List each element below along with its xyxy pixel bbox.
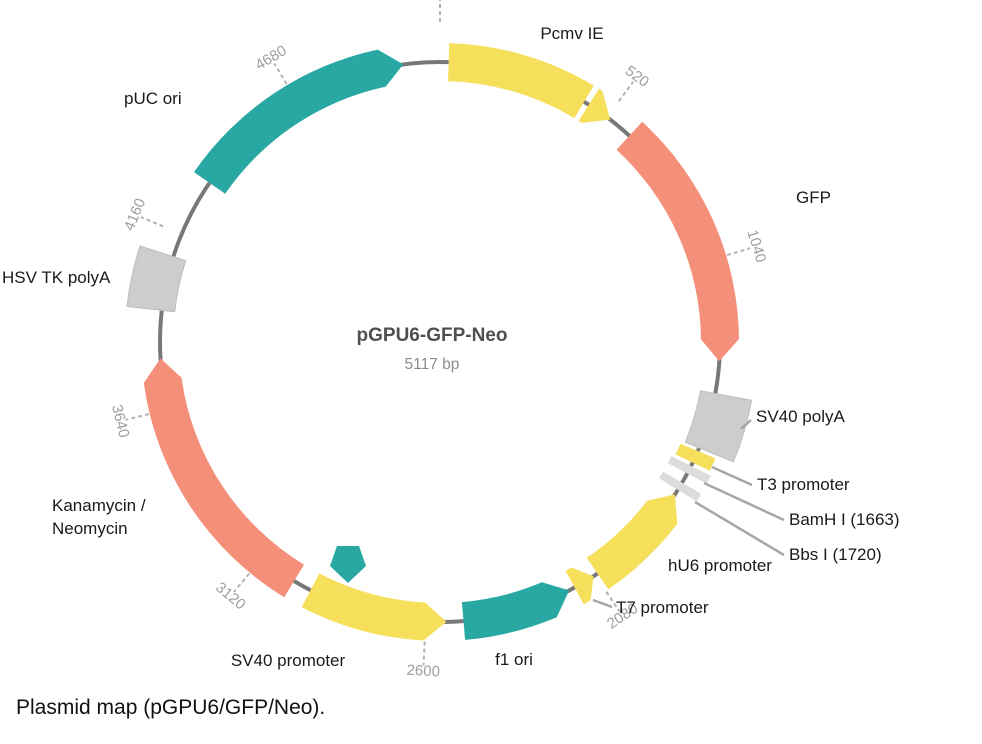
label-kan-neo: Kanamycin / [52,496,146,515]
feature-hu6-promoter [586,494,678,590]
leader-line-sv40-polya [740,419,752,430]
tick-label-4160: 4160 [121,196,150,233]
label-pcmv-ie: Pcmv IE [540,24,603,43]
tick-label-3120: 3120 [212,579,249,613]
label-t3-promoter: T3 promoter [757,475,850,494]
label-gfp: GFP [796,188,831,207]
plasmid-title: pGPU6-GFP-Neo [357,325,508,346]
feature-puc-ori [194,49,404,194]
label-bbsi-site: Bbs I (1720) [789,545,882,564]
tick-label-3640: 3640 [108,403,133,439]
label-hsv-tk-polya: HSV TK polyA [2,268,111,287]
feature-gfp [616,121,739,362]
feature-bbsi-site [659,471,702,502]
plasmid-size-label: 5117 bp [405,356,460,373]
label-sv40-promoter: SV40 promoter [231,651,346,670]
leader-line-t3-promoter [711,465,753,487]
label-kan-neo: Neomycin [52,519,128,538]
tick-1040 [726,247,751,257]
feature-t3-promoter [675,443,716,471]
label-puc-ori: pUC ori [124,89,182,108]
label-sv40-polya: SV40 polyA [756,407,845,426]
label-t7-promoter: T7 promoter [616,598,709,617]
label-bamhi-site: BamH I (1663) [789,510,900,529]
tick-label-2600: 2600 [406,662,440,681]
pentagon-marker [330,546,366,583]
tick-520 [617,81,634,102]
feature-bamhi-site [667,456,711,484]
label-hu6-promoter: hU6 promoter [668,556,772,575]
feature-kan-neo [143,358,304,598]
leader-line-t7-promoter [592,598,613,609]
feature-sv40-polya [684,390,753,463]
feature-f1-ori [461,582,570,640]
tick-label-4680: 4680 [252,42,289,74]
feature-sv40-promoter [301,573,447,641]
tick-label-520: 520 [622,62,652,91]
tick-4680 [273,62,288,85]
feature-hsv-tk-polya [126,245,187,313]
tick-label-1040: 1040 [743,228,769,265]
leader-line-bbsi-site [694,500,785,557]
label-f1-ori: f1 ori [495,650,533,669]
feature-t7-promoter [565,567,594,605]
figure-caption: Plasmid map (pGPU6/GFP/Neo). [16,696,326,719]
tick-4160 [140,216,164,228]
leader-line-bamhi-site [703,481,785,522]
feature-pcmv-ie-head [578,88,611,123]
feature-pcmv-ie-body [448,43,594,119]
